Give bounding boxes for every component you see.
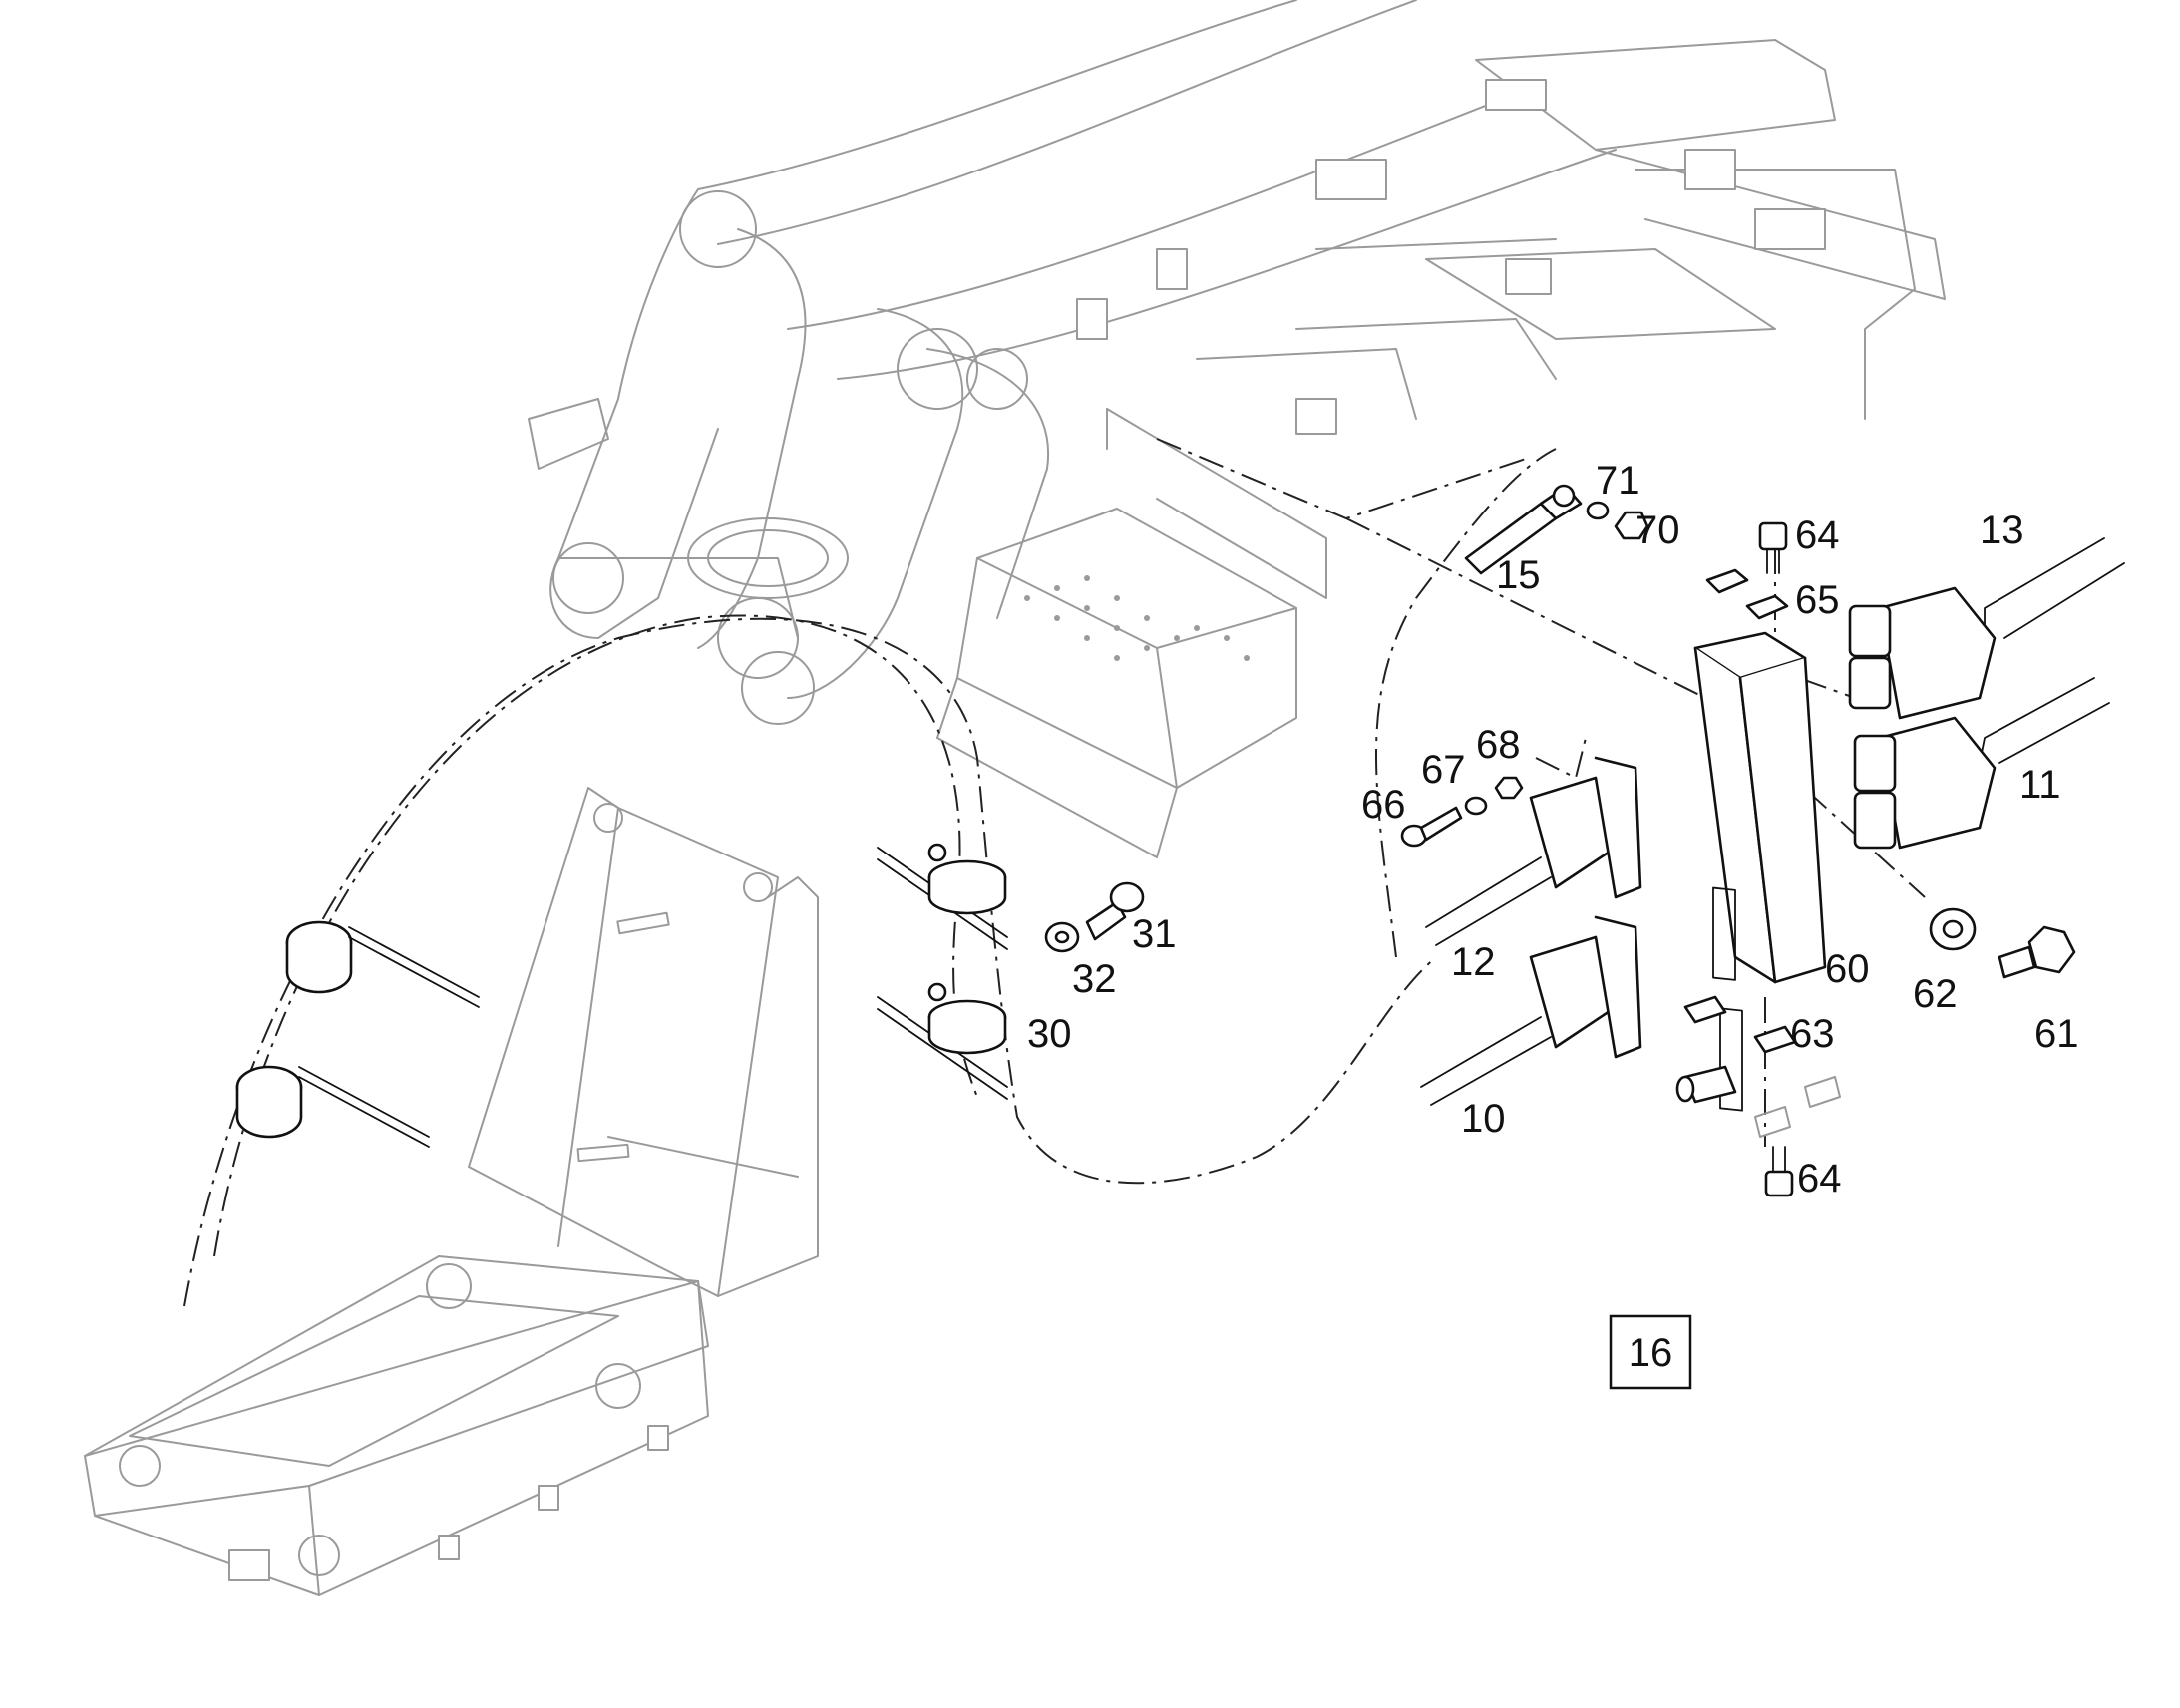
callout-10: 10 [1461, 1097, 1506, 1141]
callout-65: 65 [1795, 578, 1840, 622]
callout-11: 11 [2019, 763, 2061, 807]
bolt-64-bottom [1764, 1146, 1794, 1197]
callout-67: 67 [1421, 748, 1466, 792]
socket-63 [1675, 1065, 1841, 1138]
sensor-15 [1464, 484, 1583, 575]
callout-13: 13 [1980, 509, 2024, 552]
clamp-upper [877, 843, 1008, 950]
callout-60: 60 [1825, 947, 1870, 991]
callout-70: 70 [1635, 509, 1680, 552]
callout-66: 66 [1361, 783, 1406, 827]
clamp-lower [877, 982, 1008, 1100]
callout-31: 31 [1132, 912, 1177, 956]
callout-68: 68 [1476, 723, 1521, 767]
callout-labels: 71 70 15 64 65 13 11 68 67 66 12 60 10 6… [1027, 459, 2079, 1200]
callout-63: 63 [1790, 1012, 1835, 1056]
screw-66 [1400, 806, 1463, 848]
callout-12: 12 [1451, 940, 1496, 984]
cable-routing-lines [183, 438, 1926, 1307]
page-reference-box: 16 [1609, 1314, 1692, 1390]
washer-71 [1586, 501, 1610, 520]
washer-62 [1929, 907, 1977, 951]
callout-61: 61 [2034, 1012, 2079, 1056]
callout-32: 32 [1072, 957, 1117, 1001]
ghost-chassis-frame [528, 0, 1946, 858]
nut-70 [1614, 511, 1649, 540]
callout-62: 62 [1913, 972, 1958, 1016]
screw-31 [1085, 881, 1145, 941]
callout-64-top: 64 [1795, 513, 1840, 557]
callout-15: 15 [1496, 553, 1541, 597]
callout-30: 30 [1027, 1012, 1072, 1056]
ghost-operator-cab [84, 787, 819, 1596]
grommet-upper [285, 920, 480, 1008]
grommet-lower [235, 1065, 430, 1148]
mounting-bracket-60 [1683, 631, 1827, 1112]
clip-65 [1705, 568, 1789, 620]
bolt-61 [1998, 925, 2076, 979]
callout-71: 71 [1596, 459, 1640, 503]
nut-68 [1494, 776, 1524, 800]
connector-11 [1853, 677, 2110, 850]
page-reference-number: 16 [1629, 1331, 1673, 1375]
connector-10 [1420, 915, 1642, 1106]
callout-64-bottom: 64 [1797, 1157, 1842, 1200]
connector-13 [1848, 537, 2125, 720]
connector-12 [1425, 756, 1642, 946]
washer-32 [1044, 921, 1080, 953]
washer-67 [1464, 796, 1488, 816]
bolt-64-top [1758, 521, 1788, 574]
